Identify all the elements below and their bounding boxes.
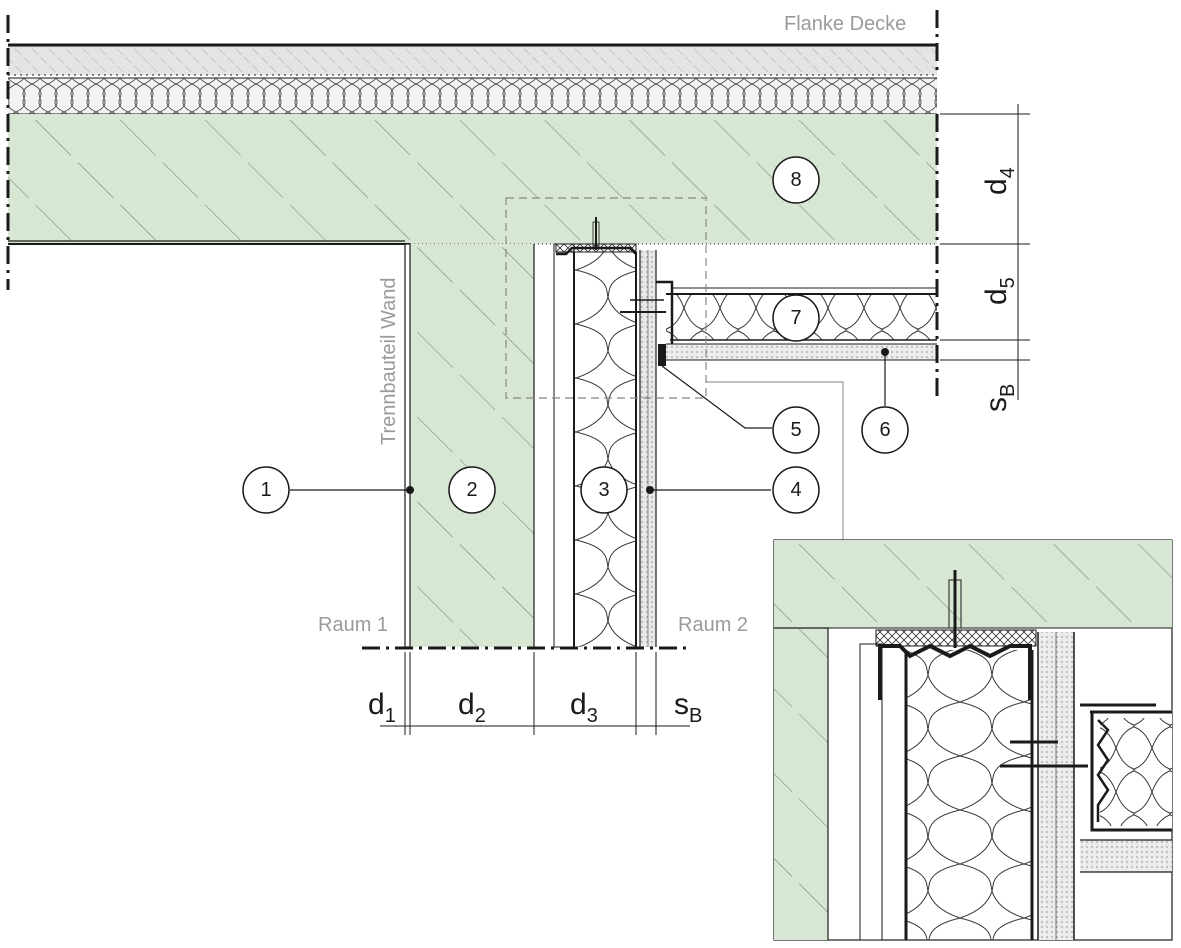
callout-5: 5 <box>772 406 820 454</box>
separating-wall <box>8 240 535 648</box>
leader-lines <box>290 352 886 491</box>
section-axes <box>6 10 939 650</box>
callout-number: 6 <box>879 419 890 441</box>
callout-4: 4 <box>772 466 820 514</box>
callout-circle <box>448 466 496 514</box>
inset-detail <box>773 539 1173 941</box>
callout-3: 3 <box>580 466 628 514</box>
callout-number: 5 <box>790 419 801 441</box>
dim-d5: d5 <box>980 277 1019 305</box>
callouts: 1 2 3 4 5 6 7 8 <box>242 156 909 514</box>
callout-number: 8 <box>790 169 801 191</box>
leader-dot-4 <box>646 486 654 494</box>
callout-circle <box>772 156 820 204</box>
dim-d1: d1 <box>368 688 396 727</box>
trennbauteil-wand-label: Trennbauteil Wand <box>378 278 400 446</box>
callout-number: 1 <box>260 479 271 501</box>
callout-number: 7 <box>790 307 801 329</box>
dim-sb-bottom: sB <box>674 688 702 727</box>
inset-connector <box>706 381 844 540</box>
dim-sb-side: sB <box>980 384 1019 412</box>
callout-7: 7 <box>772 294 820 342</box>
callout-circle <box>242 466 290 514</box>
raum-1-label: Raum 1 <box>318 614 388 636</box>
ceiling-flank <box>8 43 937 245</box>
callout-number: 3 <box>598 479 609 501</box>
callout-circle <box>861 406 909 454</box>
leader-dot-1 <box>406 486 414 494</box>
callout-1: 1 <box>242 466 290 514</box>
callout-circle <box>772 466 820 514</box>
dim-d4: d4 <box>980 167 1019 195</box>
callout-2: 2 <box>448 466 496 514</box>
dimension-lines <box>380 104 1030 735</box>
callout-circle <box>580 466 628 514</box>
callout-circle <box>772 406 820 454</box>
flanke-decke-label: Flanke Decke <box>784 13 906 35</box>
callout-6: 6 <box>861 406 909 454</box>
lining-shell <box>553 217 657 648</box>
callout-number: 4 <box>790 479 801 501</box>
callout-8: 8 <box>772 156 820 204</box>
leader-dot-6 <box>881 348 889 356</box>
dim-d3: d3 <box>570 688 598 727</box>
raum-2-label: Raum 2 <box>678 614 748 636</box>
callout-circle <box>772 294 820 342</box>
callout-number: 2 <box>466 479 477 501</box>
detail-frame <box>505 197 707 399</box>
dim-d2: d2 <box>458 688 486 727</box>
